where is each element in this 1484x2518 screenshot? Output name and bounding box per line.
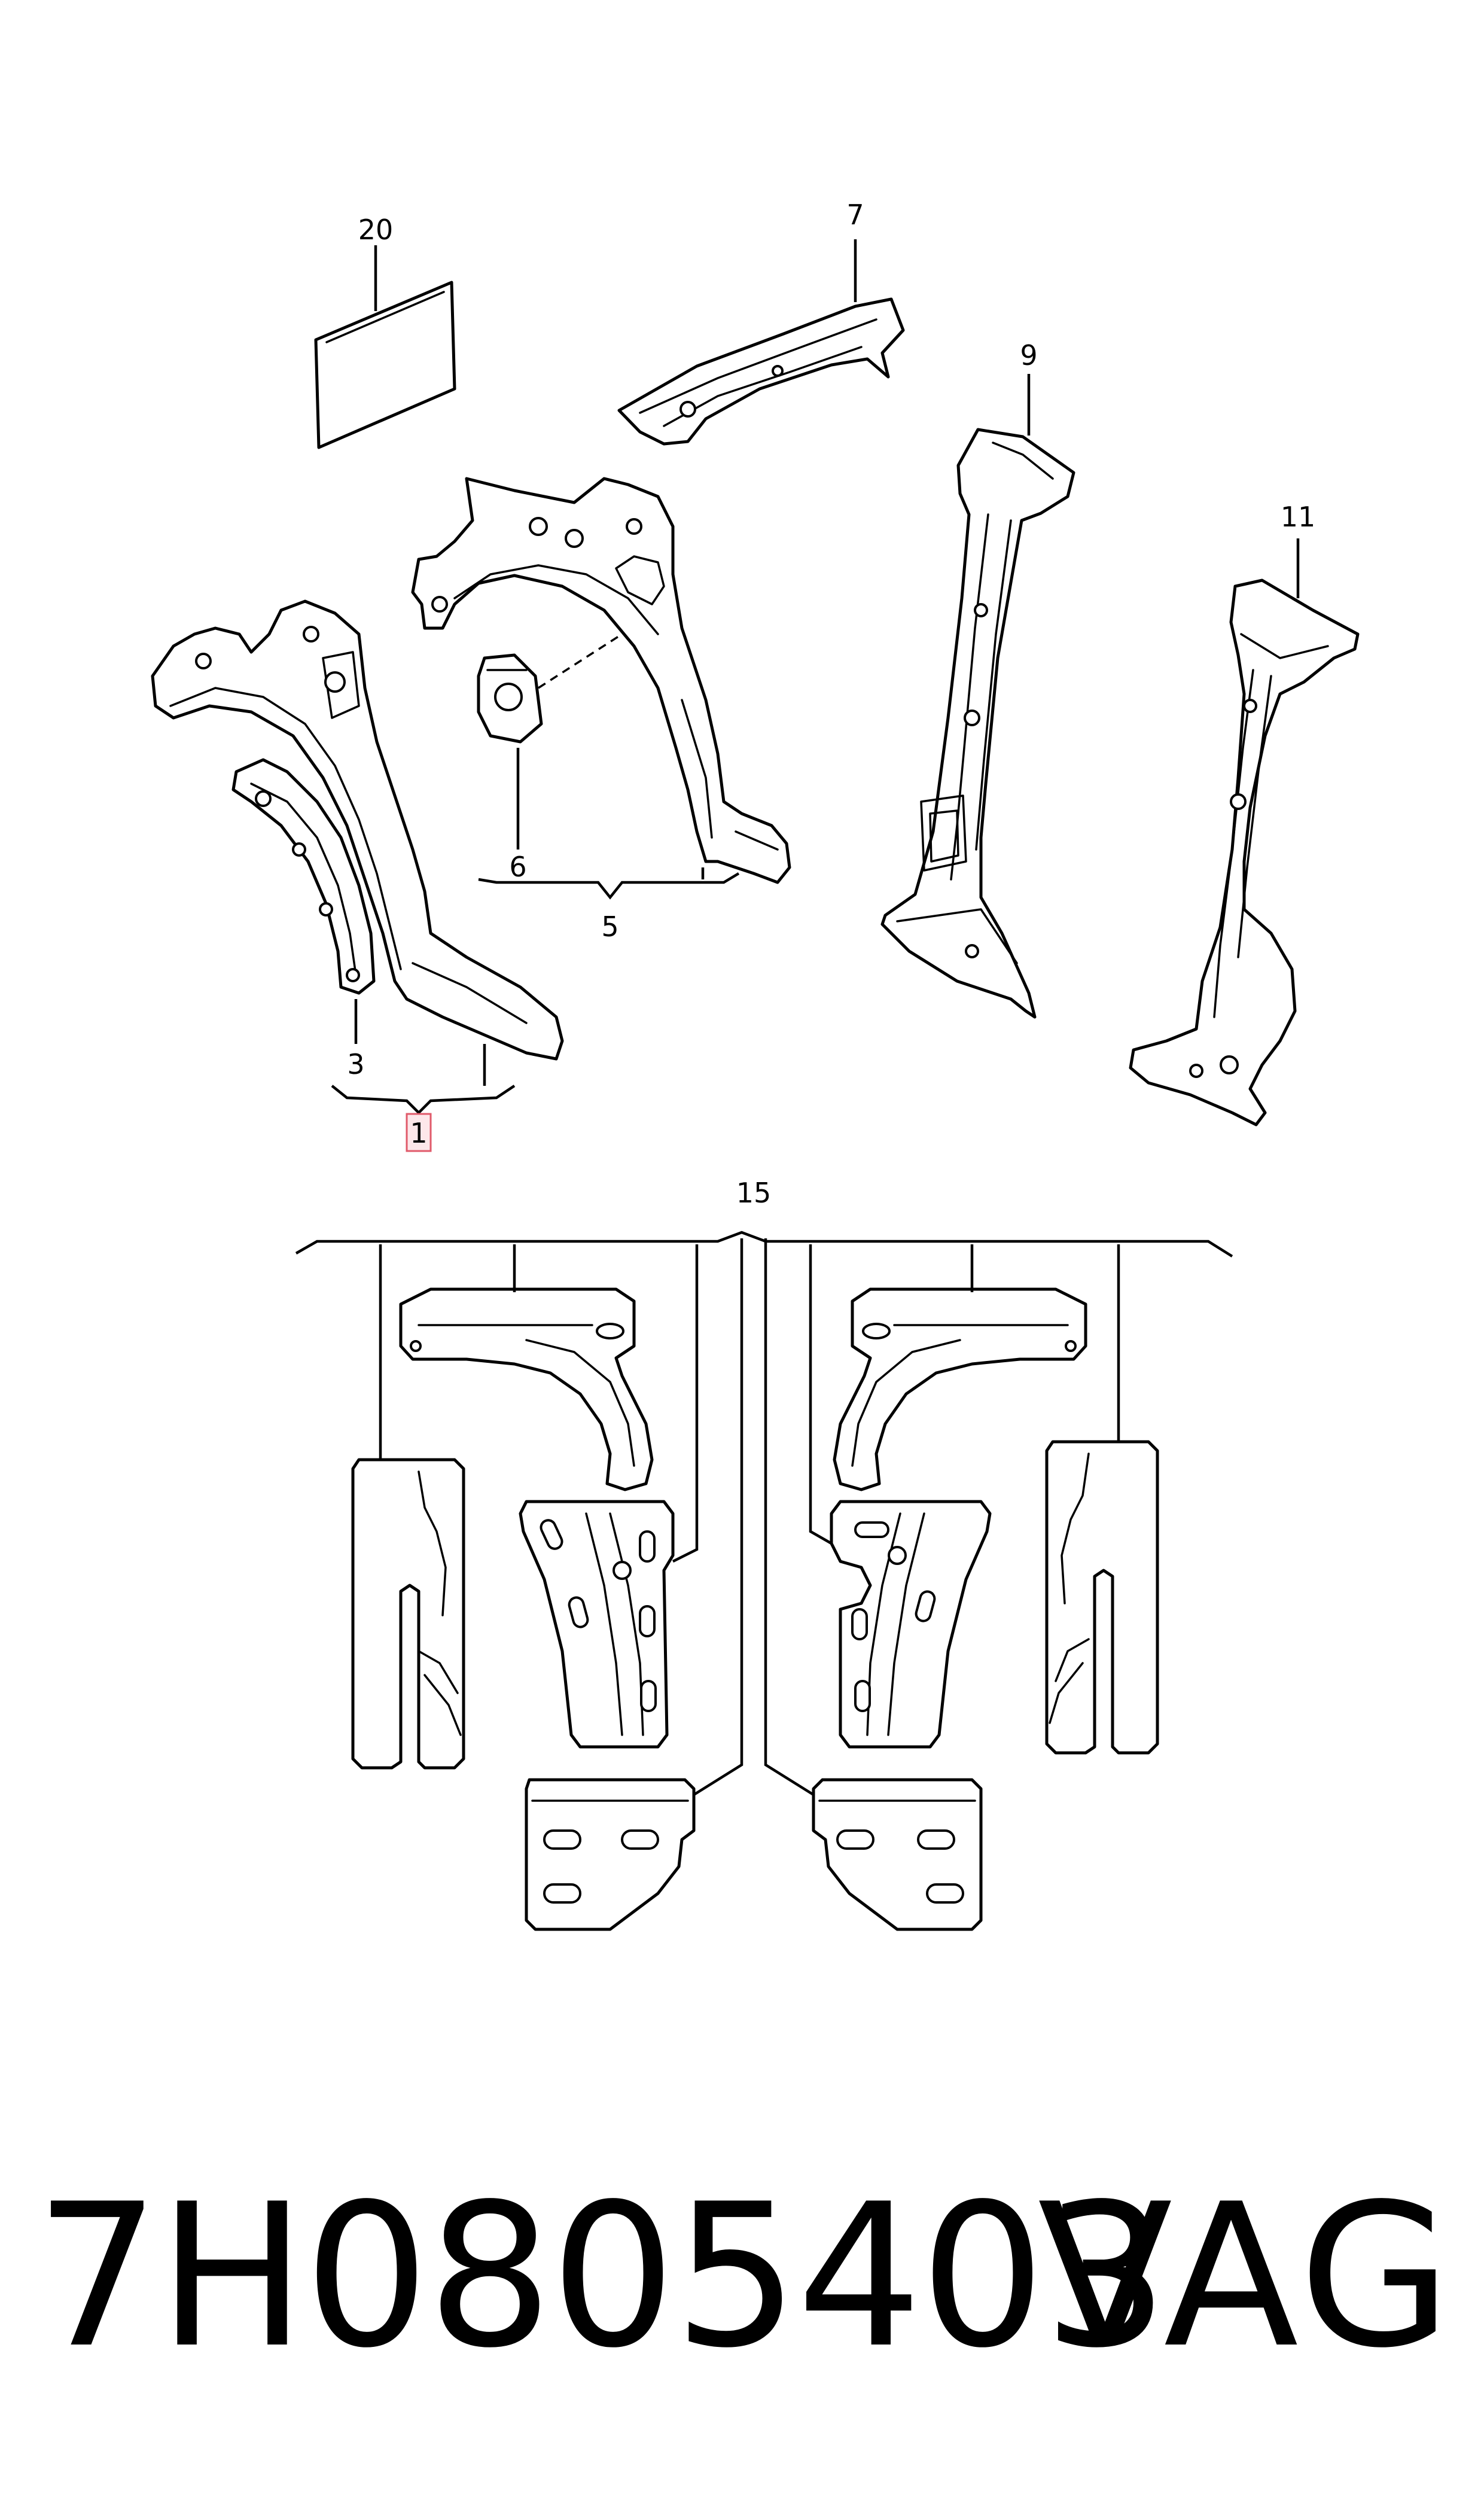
part-15-section-plate-left[interactable] bbox=[519, 1500, 675, 1749]
part-9-pillar[interactable] bbox=[880, 428, 1075, 1019]
part-11-pillar[interactable] bbox=[1129, 578, 1360, 1126]
part-3-reinforcement[interactable] bbox=[231, 758, 376, 995]
part-6-bracket[interactable] bbox=[477, 653, 543, 744]
part-1-wheelhouse-inner[interactable] bbox=[151, 599, 564, 1061]
part-15-section-sill-right[interactable] bbox=[1045, 1440, 1159, 1755]
brand-label: VAG bbox=[1037, 2161, 1455, 2391]
part-15-section-bracket-right[interactable] bbox=[812, 1778, 983, 1931]
part-6-mount-line bbox=[538, 633, 623, 689]
callout-11: 11 bbox=[1281, 501, 1316, 533]
callout-1[interactable]: 1 bbox=[410, 1117, 427, 1149]
callout-1-highlight bbox=[406, 1113, 432, 1152]
part-15-section-bracket-left[interactable] bbox=[525, 1778, 696, 1931]
callout-20: 20 bbox=[358, 214, 394, 246]
part-7-roof-rail[interactable] bbox=[617, 297, 905, 446]
callout-5: 5 bbox=[601, 911, 618, 943]
callout-9: 9 bbox=[1020, 339, 1037, 372]
part-15-section-sill-left[interactable] bbox=[351, 1458, 465, 1770]
callout-3: 3 bbox=[347, 1048, 364, 1080]
part-15-section-arch-left[interactable] bbox=[399, 1287, 654, 1491]
callout-6: 6 bbox=[509, 851, 526, 883]
part-15-section-plate-right[interactable] bbox=[830, 1500, 992, 1749]
leader-lines bbox=[295, 239, 1300, 1796]
callout-15: 15 bbox=[736, 1177, 772, 1209]
part-5-wheelhouse-outer[interactable] bbox=[411, 477, 791, 884]
part-20-pad[interactable] bbox=[314, 281, 456, 449]
part-number-label: 7H0805403 bbox=[35, 2161, 1169, 2391]
part-15-section-arch-right[interactable] bbox=[833, 1287, 1087, 1491]
callout-7: 7 bbox=[846, 199, 864, 231]
